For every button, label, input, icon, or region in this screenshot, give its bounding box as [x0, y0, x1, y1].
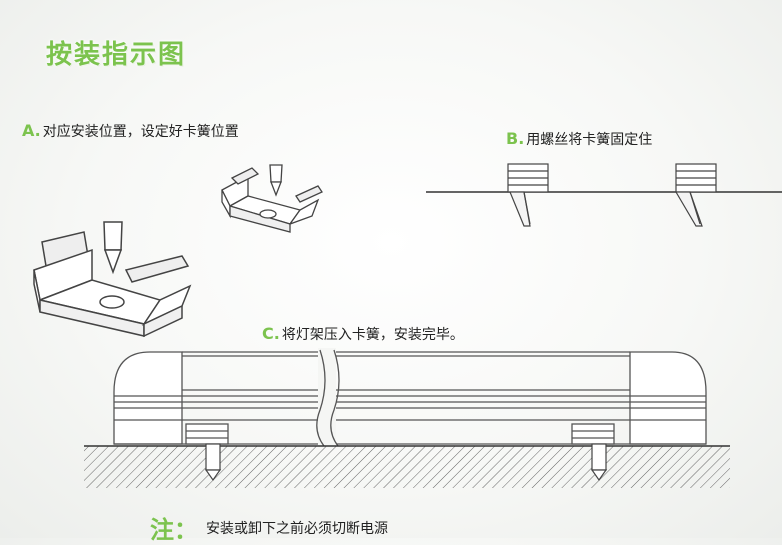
step-c-text: 将灯架压入卡簧，安装完毕。 [281, 327, 464, 343]
step-a-text: 对应安装位置，设定好卡簧位置 [42, 124, 239, 140]
step-a-letter: A. [22, 121, 41, 140]
safety-note: 注： 安装或卸下之前必须切断电源 [150, 510, 388, 545]
note-text: 安装或卸下之前必须切断电源 [206, 520, 388, 537]
step-b-letter: B. [506, 129, 525, 148]
page-title: 按装指示图 [46, 40, 187, 70]
small-spring-clip-illustration [221, 164, 323, 233]
step-c-caption: C.将灯架压入卡簧，安装完毕。 [262, 324, 464, 344]
mounting-surface [84, 445, 730, 488]
large-spring-clip-illustration [33, 221, 192, 338]
light-fixture-illustration [113, 348, 707, 448]
fixed-clips-illustration [426, 163, 782, 227]
step-a-caption: A.对应安装位置，设定好卡簧位置 [22, 121, 239, 141]
step-c-letter: C. [262, 324, 280, 343]
fixing-screws [204, 443, 608, 482]
step-b-text: 用螺丝将卡簧固定住 [526, 132, 653, 148]
note-label: 注： [150, 516, 198, 544]
step-b-caption: B.用螺丝将卡簧固定住 [506, 129, 652, 149]
